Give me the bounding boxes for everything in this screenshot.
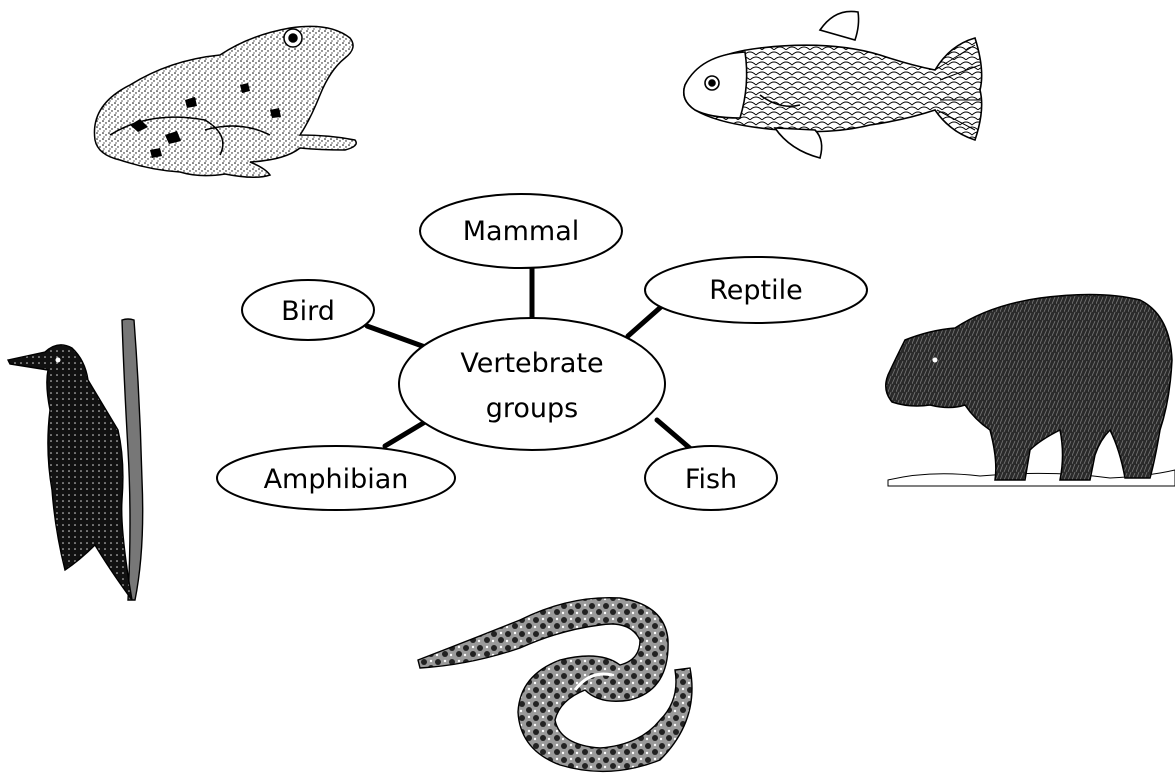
center-node: Vertebrate groups [399,318,665,450]
group-node-bird: Bird [242,280,374,340]
group-label-mammal: Mammal [463,216,580,247]
rattlesnake-illustration [418,598,692,772]
connector-fish [657,420,692,450]
bear-illustration [886,294,1175,486]
group-label-fish: Fish [685,464,737,495]
center-label-line-1: Vertebrate [460,348,603,379]
group-node-reptile: Reptile [645,257,867,323]
center-ellipse [399,318,665,450]
connector-bird [367,326,425,347]
group-label-amphibian: Amphibian [264,464,409,495]
group-label-bird: Bird [281,296,335,327]
connector-amphibian [385,422,425,446]
group-label-reptile: Reptile [709,275,803,306]
fish-illustration [684,11,982,158]
group-node-amphibian: Amphibian [217,446,455,510]
frog-illustration [94,26,356,177]
group-node-fish: Fish [645,446,777,510]
center-label-line-2: groups [486,393,578,424]
woodpecker-illustration [8,319,143,600]
group-node-mammal: Mammal [420,194,622,268]
connector-reptile [628,306,662,336]
